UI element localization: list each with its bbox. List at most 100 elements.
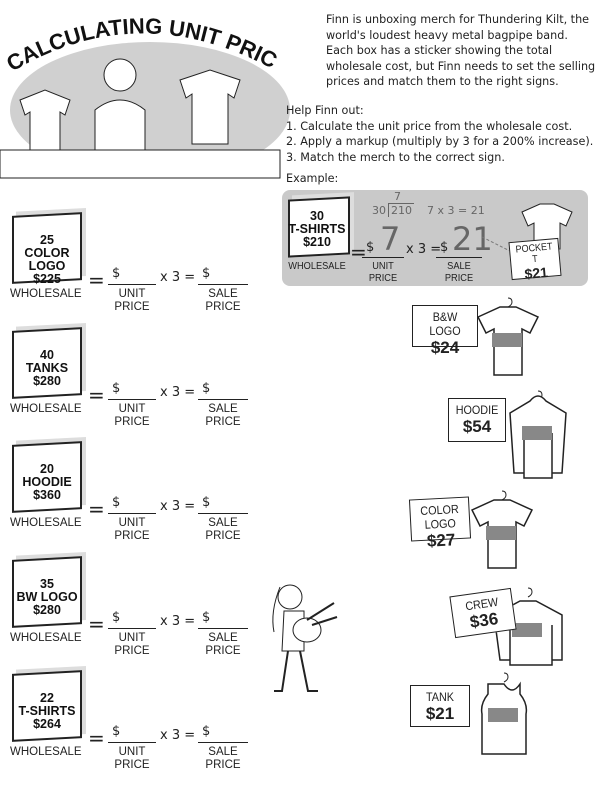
step-1: 1. Calculate the unit price from the who… [286, 119, 573, 133]
dollar-sign: $ [202, 609, 211, 625]
box-item: TANKS [25, 360, 69, 375]
price-sign[interactable]: CREW $36 [449, 587, 517, 639]
dollar-sign: $ [202, 380, 211, 396]
example-label: Example: [286, 172, 339, 185]
tank-merch-icon [480, 672, 528, 755]
dollar-sign: $ [112, 266, 121, 281]
pocket-tshirt-icon [521, 203, 573, 250]
equals-sign: = [88, 726, 105, 750]
example-sale-price: 21 [452, 220, 493, 258]
unit-price-answer-line[interactable] [108, 513, 156, 514]
unit-price-answer-line[interactable] [108, 627, 156, 629]
sale-price-answer-line[interactable] [198, 627, 248, 629]
example-qty: 30 [310, 209, 324, 223]
times-three: x 3 = [160, 728, 196, 743]
division-quotient: 7 [394, 190, 401, 203]
example-unit-price: 7 [380, 220, 401, 258]
wholesale-label: WHOLESALE [10, 402, 82, 415]
intro-text: Finn is unboxing merch for Thundering Ki… [326, 13, 596, 88]
box-qty: 35 [40, 576, 54, 591]
sign-price: $24 [430, 338, 460, 357]
times-three: x 3 = [160, 270, 196, 285]
shirt-right-icon [179, 69, 241, 145]
equals-sign: = [88, 497, 105, 521]
price-sign[interactable]: TANK $21 [410, 685, 470, 727]
sign-name: COLOR LOGO [419, 502, 460, 532]
price-sign[interactable]: B&W LOGO $24 [412, 305, 478, 357]
sale-price-answer-line[interactable] [198, 742, 248, 743]
step-2: 2. Apply a markup (multiply by 3 for a 2… [286, 135, 594, 148]
equals-sign: = [88, 611, 105, 636]
example-cost: $210 [303, 235, 331, 249]
header-illustration: CALCULATING UNIT PRICES [0, 0, 290, 179]
box-qty: 22 [40, 691, 54, 705]
example-item: T-SHIRTS [288, 222, 346, 236]
box-item: COLOR LOGO [24, 246, 70, 273]
box-item: HOODIE [22, 475, 72, 489]
times-three: x 3 = [160, 613, 196, 629]
example-multiplication: 7 x 3 = 21 [427, 204, 485, 217]
example-wholesale-label: WHOLESALE [288, 260, 346, 272]
sign-name: TANK [425, 690, 455, 704]
finn-body-icon [94, 99, 146, 161]
example-panel: 30 T-SHIRTS $210 WHOLESALE 7 30 210 7 x … [282, 190, 588, 286]
division-divisor: 30 [372, 204, 386, 217]
box-cost: $280 [33, 602, 61, 617]
sign-name: HOODIE [455, 403, 499, 417]
unit-price-answer-line[interactable] [108, 284, 156, 285]
wholesale-label: WHOLESALE [10, 631, 82, 644]
sign-name: POCKET T [515, 241, 554, 266]
equals-sign: = [350, 240, 367, 264]
sale-price-answer-line[interactable] [198, 398, 248, 400]
sale-price-answer-line[interactable] [198, 513, 248, 514]
box-cost: $280 [33, 373, 61, 388]
times-three: x 3 = [160, 384, 196, 400]
dollar-sign: $ [112, 495, 121, 510]
box-cost: $225 [33, 272, 61, 286]
unit-price-answer-line[interactable] [108, 398, 156, 400]
tshirt-merch-icon [470, 490, 534, 569]
wholesale-label: WHOLESALE [10, 517, 82, 529]
sign-price: $27 [426, 530, 456, 551]
sign-name: B&W LOGO [429, 310, 461, 338]
price-sign[interactable]: HOODIE $54 [448, 398, 506, 442]
instructions: Help Finn out: 1. Calculate the unit pri… [286, 103, 598, 165]
box-qty: 40 [40, 347, 54, 362]
dollar-sign: $ [440, 240, 449, 255]
shirt-left-icon [19, 89, 71, 153]
equals-sign: = [88, 382, 105, 407]
unit-price-answer-line[interactable] [108, 742, 156, 743]
finn-head-icon [103, 58, 137, 92]
dollar-sign: $ [202, 724, 211, 739]
table-icon [0, 149, 281, 179]
help-heading: Help Finn out: [286, 104, 364, 117]
box-item: T-SHIRTS [18, 704, 76, 718]
wholesale-label: WHOLESALE [10, 288, 82, 300]
box-cost: $360 [33, 488, 61, 502]
wholesale-label: WHOLESALE [10, 746, 82, 758]
sale-price-answer-line[interactable] [198, 284, 248, 285]
dollar-sign: $ [366, 240, 375, 255]
sign-price: $54 [462, 417, 492, 436]
box-item: BW LOGO [16, 589, 78, 604]
box-qty: 20 [40, 462, 54, 476]
dollar-sign: $ [112, 609, 121, 625]
dollar-sign: $ [112, 380, 121, 396]
price-sign[interactable]: COLOR LOGO $27 [408, 496, 472, 551]
dollar-sign: $ [202, 495, 211, 510]
